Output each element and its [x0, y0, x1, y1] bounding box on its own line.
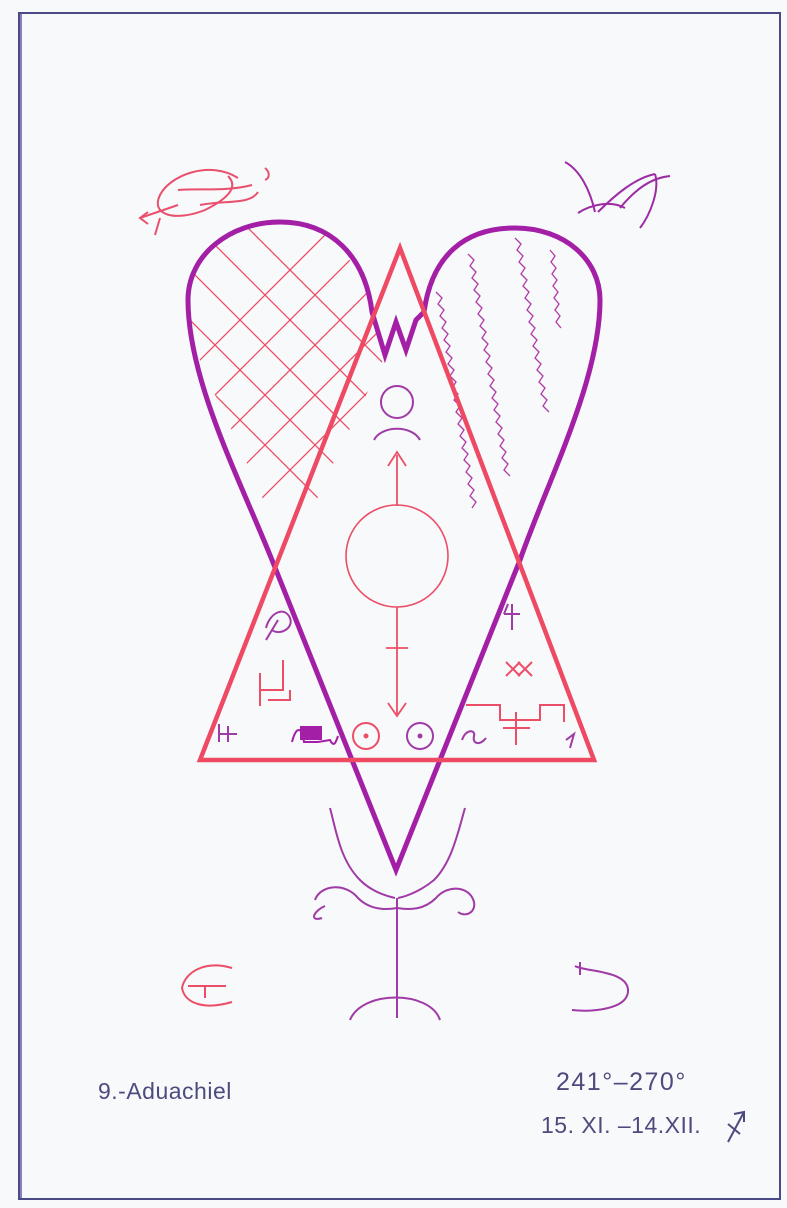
sagittarius-icon: [728, 1112, 744, 1142]
sun-circle: [346, 505, 448, 607]
angel-name: 9.-Aduachiel: [98, 1078, 232, 1105]
arrow-down: [386, 607, 408, 716]
degree-range: 241°–270°: [556, 1068, 687, 1097]
left-lobe-crosshatch: [140, 120, 440, 620]
inverted-heart: [188, 222, 600, 870]
bottom-right-glyph: [572, 962, 628, 1011]
bottom-left-glyph: [182, 965, 232, 1005]
moon-symbol: [374, 386, 420, 440]
date-range: 15. XI. –14.XII.: [541, 1112, 701, 1139]
bottom-sigil: [314, 808, 474, 1020]
right-lobe-zigzags: [436, 238, 561, 508]
right-glyphs: [462, 604, 574, 748]
mars-arrow-up: [388, 452, 406, 506]
top-right-sigil: [565, 162, 670, 228]
